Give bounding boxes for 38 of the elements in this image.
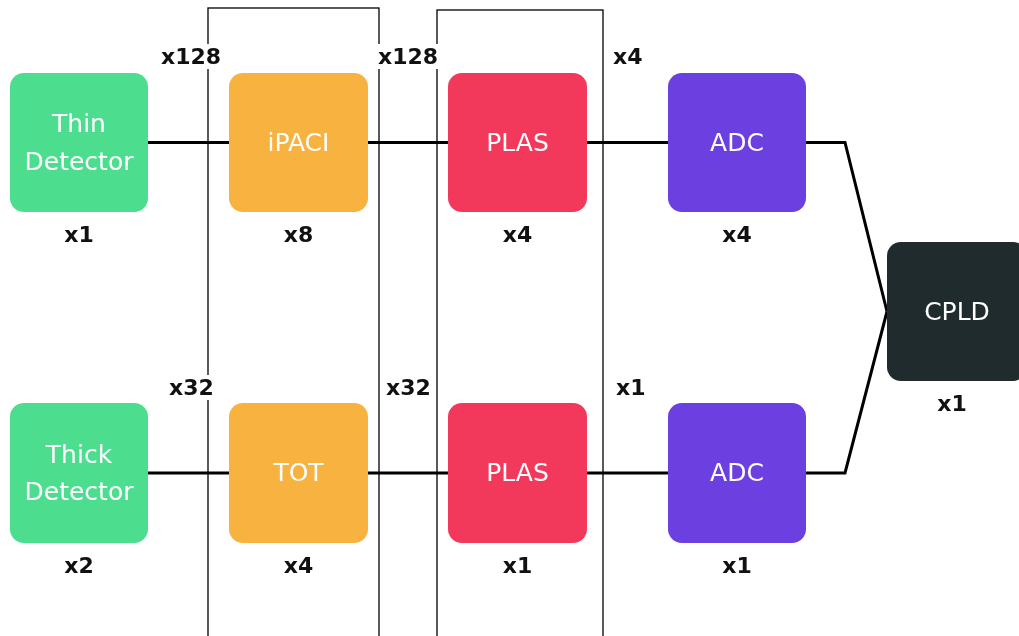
component-box bbox=[448, 403, 587, 543]
quantity-label: x1 bbox=[936, 391, 968, 416]
quantity-label: x4 bbox=[721, 222, 753, 247]
component-box bbox=[10, 73, 148, 212]
component-name: CPLD bbox=[924, 295, 990, 328]
edge-label: x128 bbox=[377, 44, 440, 69]
component-name: ADC bbox=[710, 457, 764, 490]
edge-label: x32 bbox=[168, 375, 215, 400]
signal-bus bbox=[148, 141, 229, 144]
quantity-label: x1 bbox=[501, 553, 534, 578]
component-name: Thin Detector bbox=[23, 108, 135, 178]
signal-bus bbox=[148, 471, 229, 475]
component-box bbox=[887, 242, 1019, 381]
component-box bbox=[668, 73, 806, 212]
edge-label: x128 bbox=[160, 44, 223, 69]
signal-bus bbox=[587, 141, 668, 144]
component-name: ADC bbox=[710, 126, 764, 159]
quantity-label: x2 bbox=[63, 553, 95, 578]
connector-line bbox=[587, 471, 668, 475]
component-name: iPACI bbox=[267, 126, 330, 159]
component-box bbox=[448, 73, 587, 212]
component-box bbox=[10, 403, 148, 543]
connector-line bbox=[806, 311, 889, 475]
component-box bbox=[668, 403, 806, 543]
component-name: PLAS bbox=[486, 126, 549, 159]
quantity-label: x1 bbox=[721, 553, 753, 578]
quantity-label: x8 bbox=[282, 222, 315, 247]
quantity-label: x4 bbox=[282, 553, 315, 578]
signal-bus bbox=[368, 141, 448, 144]
signal-bus bbox=[368, 471, 448, 475]
component-name: TOT bbox=[273, 457, 324, 490]
quantity-label: x1 bbox=[63, 222, 95, 247]
component-name: Thick Detector bbox=[23, 438, 135, 508]
component-box bbox=[229, 73, 368, 212]
connector-line bbox=[806, 141, 889, 312]
component-name: PLAS bbox=[486, 457, 549, 490]
component-box bbox=[229, 403, 368, 543]
quantity-label: x4 bbox=[501, 222, 534, 247]
